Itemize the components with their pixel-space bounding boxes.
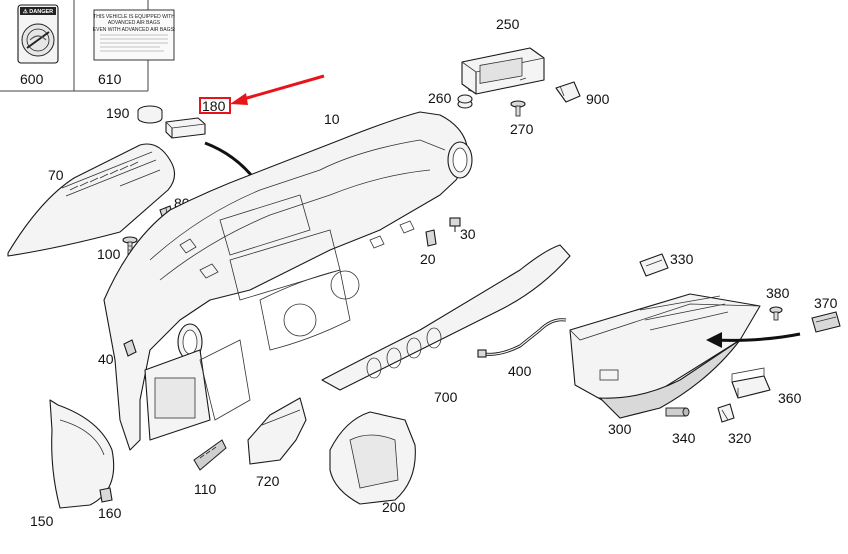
callout-40: 40	[98, 351, 114, 367]
callout-270: 270	[510, 121, 534, 137]
airbag-warning-label-600[interactable]: ⚠ DANGER	[17, 4, 59, 64]
callout-370: 370	[814, 295, 838, 311]
part-150-end-trim[interactable]	[49, 399, 115, 509]
part-400-cable[interactable]	[477, 318, 567, 358]
callout-700: 700	[434, 389, 458, 405]
callout-330: 330	[670, 251, 694, 267]
part-270-screw[interactable]	[510, 100, 526, 117]
part-200-shroud[interactable]	[329, 411, 416, 505]
callout-900: 900	[586, 91, 610, 107]
part-20-clip[interactable]	[425, 229, 437, 247]
part-380-screw[interactable]	[769, 306, 783, 321]
callout-380: 380	[766, 285, 790, 301]
part-300-glovebox[interactable]	[569, 293, 761, 419]
part-110-panel[interactable]	[193, 439, 227, 471]
callout-100: 100	[97, 246, 121, 262]
part-900-bracket[interactable]	[555, 81, 581, 103]
part-40-clip[interactable]	[123, 339, 137, 357]
callout-150: 150	[30, 513, 54, 529]
callout-30: 30	[460, 226, 476, 242]
part-250-display-unit[interactable]	[461, 47, 545, 95]
callout-110: 110	[194, 481, 217, 497]
callout-160: 160	[98, 505, 122, 521]
part-160-clip[interactable]	[99, 487, 113, 503]
callout-720: 720	[256, 473, 280, 489]
callout-600: 600	[20, 71, 44, 87]
callout-200: 200	[382, 499, 406, 515]
callout-320: 320	[728, 430, 752, 446]
part-260-spacer[interactable]	[457, 94, 473, 109]
callout-610: 610	[98, 71, 122, 87]
callout-180: 180	[202, 98, 226, 114]
callout-10: 10	[324, 111, 340, 127]
part-180-foam-block[interactable]	[165, 117, 206, 139]
part-10-instrument-panel[interactable]	[103, 111, 473, 451]
part-360-box[interactable]	[731, 367, 771, 399]
part-700-trim-strip[interactable]	[321, 244, 571, 391]
highlight-arrow	[230, 74, 325, 105]
part-330-clip[interactable]	[639, 253, 669, 277]
callout-300: 300	[608, 421, 632, 437]
label-610-line2: ADVANCED AIR BAGS	[108, 20, 161, 26]
assembly-arrow-370	[706, 332, 801, 348]
highlight-box-180	[199, 97, 231, 114]
part-720-column-cover[interactable]	[247, 397, 307, 465]
callout-340: 340	[672, 430, 696, 446]
label-600-header: ⚠ DANGER	[23, 8, 53, 15]
callout-190: 190	[106, 105, 130, 121]
part-190-pad[interactable]	[137, 105, 163, 124]
callout-20: 20	[420, 251, 436, 267]
part-370-switch[interactable]	[811, 311, 841, 333]
callout-260: 260	[428, 90, 452, 106]
callout-250: 250	[496, 16, 520, 32]
callout-360: 360	[778, 390, 802, 406]
callout-70: 70	[48, 167, 64, 183]
label-610-line1: THIS VEHICLE IS EQUIPPED WITH	[93, 14, 175, 20]
part-30-fastener[interactable]	[449, 217, 461, 232]
callout-400: 400	[508, 363, 532, 379]
part-320-clip[interactable]	[717, 403, 735, 423]
part-70-upper-trim[interactable]	[7, 143, 176, 257]
label-610-line3: EVEN WITH ADVANCED AIR BAGS:	[93, 27, 175, 33]
advanced-airbag-label-610[interactable]: THIS VEHICLE IS EQUIPPED WITH ADVANCED A…	[93, 9, 175, 61]
part-340-damper[interactable]	[665, 407, 690, 417]
